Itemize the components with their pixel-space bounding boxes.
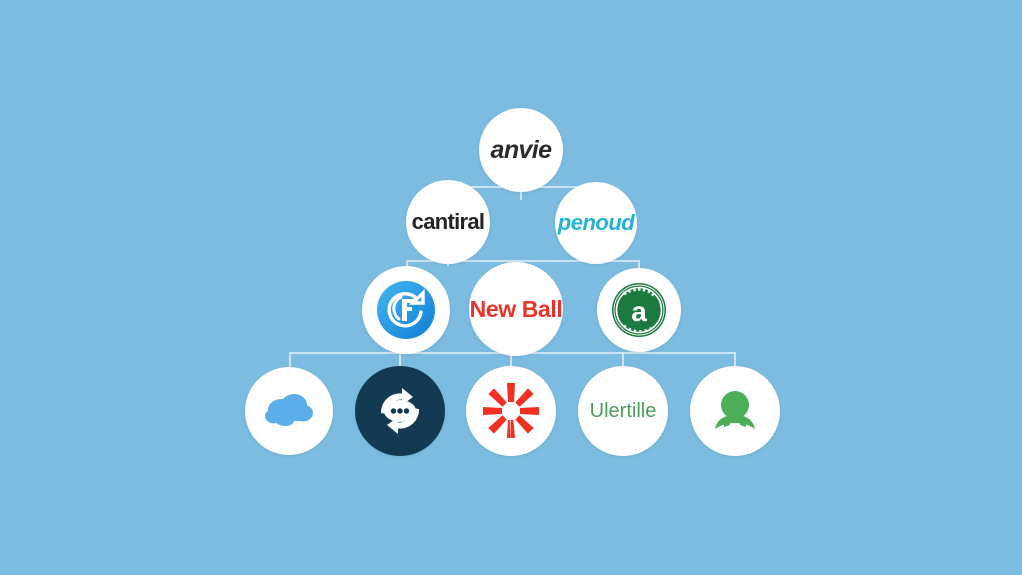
node-label-new-ball: New Ball — [469, 295, 563, 322]
connector-drop-blue-badge — [406, 260, 408, 270]
node-cantiral[interactable]: cantiral — [406, 180, 490, 264]
node-red-petals[interactable] — [466, 366, 556, 456]
node-ulertille[interactable]: Ulertille — [578, 366, 668, 456]
person-avatar-icon — [690, 366, 780, 456]
connector-drop-petals — [510, 352, 512, 368]
connector-anvie-stem — [520, 192, 522, 200]
red-radial-petals-icon — [466, 366, 556, 456]
node-anvie[interactable]: anvie — [479, 108, 563, 192]
node-blue-arrow-badge[interactable] — [362, 266, 450, 354]
node-green-person[interactable] — [690, 366, 780, 456]
node-chat-bubble[interactable] — [355, 366, 445, 456]
connector-drop-chat — [399, 352, 401, 368]
node-label-anvie: anvie — [490, 135, 553, 164]
chat-bubble-swoosh-icon — [355, 366, 445, 456]
node-label-penoud: penoud — [557, 210, 635, 235]
node-new-ball[interactable]: New Ball — [469, 262, 563, 356]
connector-drop-cloud — [289, 352, 291, 368]
connector-drop-person — [734, 352, 736, 368]
connector-drop-ulertille — [622, 352, 624, 368]
green-circular-seal-icon: a — [597, 268, 681, 352]
cloud-icon — [245, 367, 333, 455]
blue-circle-arrow-f-icon — [362, 266, 450, 354]
node-penoud[interactable]: penoud — [555, 182, 637, 264]
node-label-ulertille: Ulertille — [589, 400, 657, 422]
node-green-seal[interactable]: a — [597, 268, 681, 352]
svg-text:a: a — [631, 296, 647, 327]
connector-drop-green-seal — [638, 260, 640, 272]
node-cloud[interactable] — [245, 367, 333, 455]
connector-bus-row2-row3 — [406, 260, 639, 262]
node-label-cantiral: cantiral — [411, 209, 485, 234]
